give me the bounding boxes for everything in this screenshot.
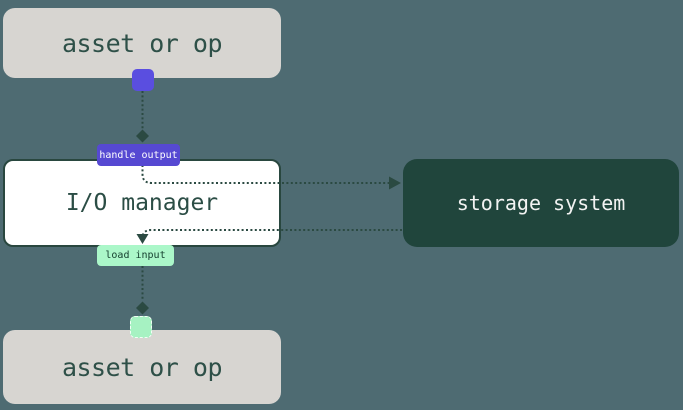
storage-system-node: storage system [403, 159, 679, 247]
io-manager-label: I/O manager [65, 190, 219, 216]
input-port-square [130, 316, 152, 338]
handle-output-badge-label: handle output [99, 149, 178, 161]
asset-or-op-top-label: asset or op [61, 28, 223, 58]
output-port-square [132, 69, 154, 91]
load-input-badge: load input [97, 245, 174, 266]
diamond-terminator-icon [136, 129, 149, 143]
diamond-terminator-icon [136, 301, 149, 315]
io-manager-node: I/O manager [3, 159, 281, 247]
asset-or-op-top-node: asset or op [3, 8, 281, 78]
handle-output-badge: handle output [97, 144, 180, 166]
asset-or-op-bottom-node: asset or op [3, 330, 281, 404]
arrow-right-icon [389, 176, 401, 190]
asset-or-op-bottom-label: asset or op [61, 352, 223, 382]
storage-system-label: storage system [456, 191, 626, 215]
load-input-badge-label: load input [105, 250, 166, 261]
